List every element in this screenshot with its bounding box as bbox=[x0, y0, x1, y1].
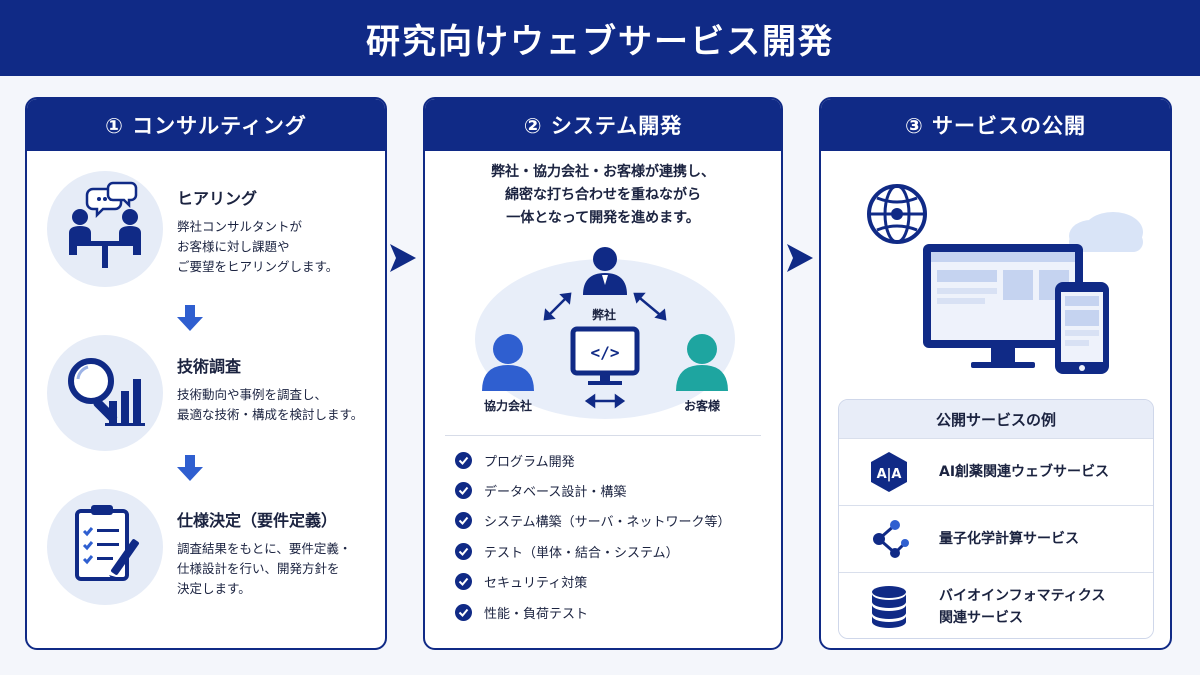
molecule-icon bbox=[839, 517, 939, 561]
step-title: ヒアリング bbox=[177, 189, 258, 208]
examples-heading: 公開サービスの例 bbox=[839, 400, 1153, 438]
collaboration-diagram: </> 弊社 協力会社 お客様 bbox=[470, 239, 740, 429]
step-title: 技術調査 bbox=[177, 357, 242, 376]
panel-heading: ② システム開発 bbox=[425, 99, 781, 151]
svg-text:</>: </> bbox=[591, 343, 620, 362]
panel-heading: ① コンサルティング bbox=[27, 99, 385, 151]
svg-text:A|A: A|A bbox=[877, 467, 902, 482]
step-hearing: ヒアリング 弊社コンサルタントが お客様に対し課題や ご要望をヒアリングします。 bbox=[27, 171, 385, 291]
down-arrow-icon bbox=[177, 455, 203, 481]
list-item: テスト（単体・結合・システム） bbox=[455, 536, 730, 566]
list-item: システム構築（サーバ・ネットワーク等） bbox=[455, 506, 730, 536]
list-item: バイオインフォマティクス 関連サービス bbox=[839, 572, 1153, 638]
step-body: 弊社コンサルタントが お客様に対し課題や ご要望をヒアリングします。 bbox=[177, 219, 339, 274]
code-monitor-icon: </> bbox=[570, 326, 640, 385]
meeting-icon bbox=[47, 171, 163, 287]
check-icon bbox=[455, 451, 472, 469]
clipboard-icon bbox=[47, 489, 163, 605]
database-icon bbox=[839, 584, 939, 630]
service-label: 量子化学計算サービス bbox=[939, 531, 1079, 547]
check-icon bbox=[455, 512, 472, 530]
panel-consulting: ① コンサルティング ヒアリング 弊社コンサルタントが お客様に対し課題や ご要… bbox=[25, 97, 387, 650]
double-arrow-icons bbox=[543, 292, 667, 409]
check-icon bbox=[455, 542, 472, 560]
step-spec: 仕様決定（要件定義） 調査結果をもとに、要件定義・ 仕様設計を行い、開発方針を … bbox=[27, 489, 385, 609]
panel-release: ③ サービスの公開 bbox=[819, 97, 1172, 650]
node-label-partner: 協力会社 bbox=[484, 399, 533, 413]
service-label: バイオインフォマティクス 関連サービス bbox=[939, 587, 1106, 626]
node-label-customer: お客様 bbox=[684, 399, 721, 413]
check-icon bbox=[455, 482, 472, 500]
step-body: 技術動向や事例を調査し、 最適な技術・構成を検討します。 bbox=[177, 387, 364, 422]
step-title: 仕様決定（要件定義） bbox=[177, 511, 338, 530]
customer-person-icon bbox=[676, 334, 728, 391]
desktop-monitor-icon bbox=[923, 244, 1083, 368]
header-bar: 研究向けウェブサービス開発 bbox=[0, 0, 1200, 76]
list-item: プログラム開発 bbox=[455, 445, 730, 475]
step-research: 技術調査 技術動向や事例を調査し、 最適な技術・構成を検討します。 bbox=[27, 335, 385, 455]
panel-heading: ③ サービスの公開 bbox=[821, 99, 1170, 151]
flow-arrow-icon bbox=[787, 244, 813, 272]
task-checklist: プログラム開発 データベース設計・構築 システム構築（サーバ・ネットワーク等） … bbox=[455, 445, 730, 627]
panel-development: ② システム開発 弊社・協力会社・お客様が連携し、 綿密な打ち合わせを重ねながら… bbox=[423, 97, 783, 650]
list-item: A|A AI創薬関連ウェブサービス bbox=[839, 438, 1153, 505]
globe-icon bbox=[867, 184, 927, 244]
check-icon bbox=[455, 573, 472, 591]
ai-icon: A|A bbox=[839, 450, 939, 494]
magnifier-chart-icon bbox=[47, 335, 163, 451]
page-title: 研究向けウェブサービス開発 bbox=[366, 21, 834, 62]
devices-illustration bbox=[851, 174, 1151, 384]
service-label: AI創薬関連ウェブサービス bbox=[939, 464, 1110, 480]
step-body: 調査結果をもとに、要件定義・ 仕様設計を行い、開発方針を 決定します。 bbox=[177, 541, 352, 596]
partner-person-icon bbox=[482, 334, 534, 391]
smartphone-icon bbox=[1055, 282, 1109, 374]
list-item: セキュリティ対策 bbox=[455, 567, 730, 597]
list-item: 量子化学計算サービス bbox=[839, 505, 1153, 572]
intro-text: 弊社・協力会社・お客様が連携し、 綿密な打ち合わせを重ねながら 一体となって開発… bbox=[491, 164, 715, 226]
node-label-company: 弊社 bbox=[592, 308, 617, 322]
down-arrow-icon bbox=[177, 305, 203, 331]
service-examples-box: 公開サービスの例 A|A AI創薬関連ウェブサービス bbox=[838, 399, 1154, 639]
divider bbox=[445, 435, 761, 436]
list-item: データベース設計・構築 bbox=[455, 475, 730, 505]
list-item: 性能・負荷テスト bbox=[455, 597, 730, 627]
check-icon bbox=[455, 603, 472, 621]
company-person-icon bbox=[583, 247, 627, 295]
cloud-icon bbox=[1069, 212, 1143, 252]
flow-arrow-icon bbox=[390, 244, 416, 272]
